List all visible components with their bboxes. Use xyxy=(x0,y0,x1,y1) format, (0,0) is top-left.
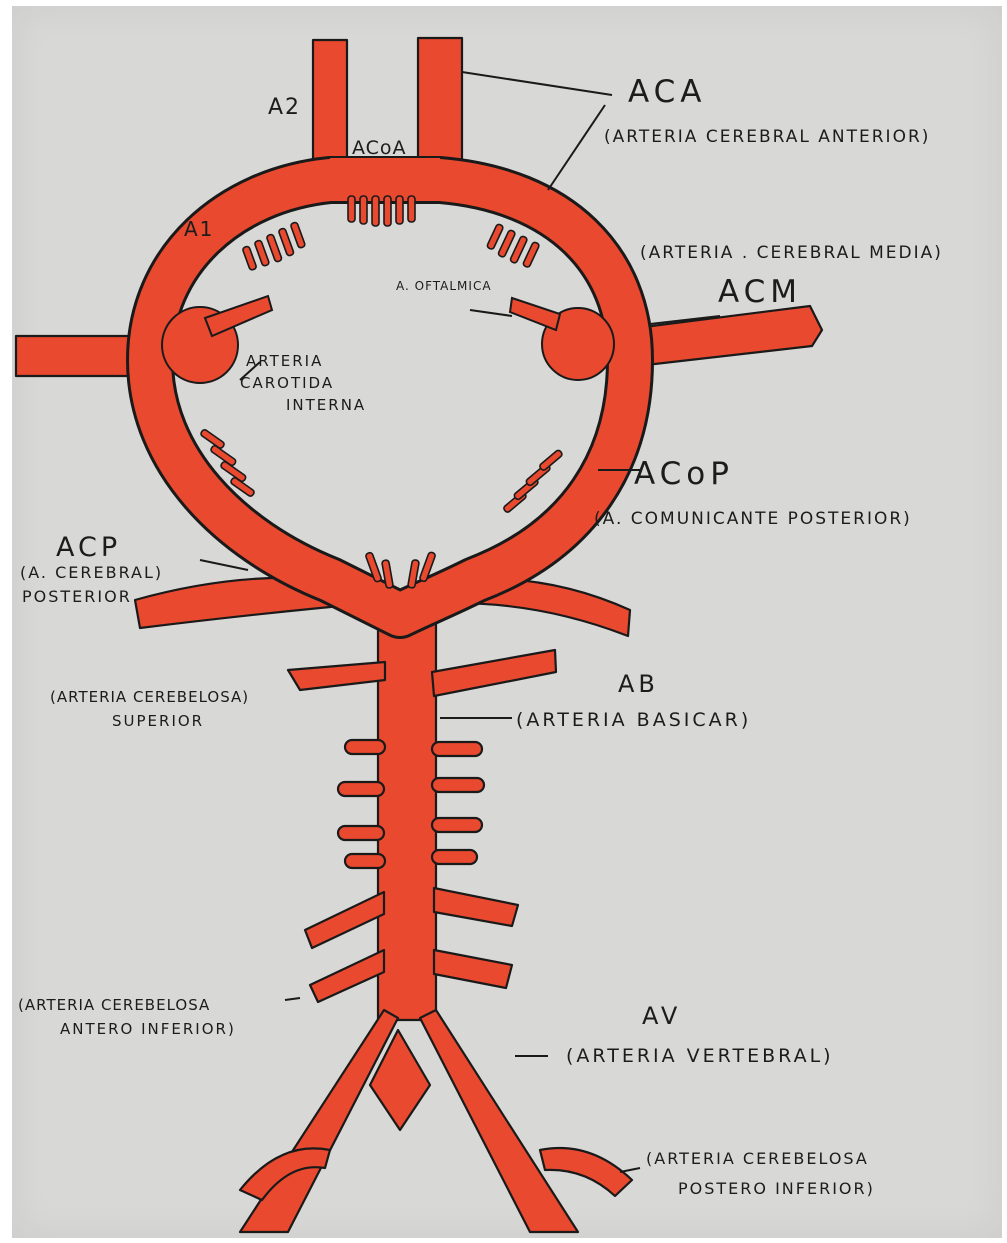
labels-svg: A2 A1 ACoA ACA (ARTERIA CEREBRAL ANTERIO… xyxy=(18,74,943,1198)
label-ant-inf-1: (ARTERIA CEREBELOSA xyxy=(18,996,210,1014)
ophthalmic-right-vessel xyxy=(510,298,560,330)
label-acp-full-2: POSTERIOR xyxy=(22,587,132,606)
label-carotida-1: ARTERIA xyxy=(246,352,323,370)
label-oftalmica: A. OFTALMICA xyxy=(396,279,492,293)
label-acp-full-1: (A. CEREBRAL) xyxy=(20,563,163,582)
label-acop-full: (A. COMUNICANTE POSTERIOR) xyxy=(594,509,912,529)
pontine-right-4 xyxy=(432,850,477,864)
label-acop: ACoP xyxy=(634,456,734,492)
label-aca: ACA xyxy=(628,74,707,110)
label-ant-inf-2: ANTERO INFERIOR) xyxy=(60,1020,236,1038)
pontine-right-2 xyxy=(432,778,484,792)
pontine-right-1 xyxy=(432,742,482,756)
label-carotida-3: INTERNA xyxy=(286,396,366,414)
label-post-inf-2: POSTERO INFERIOR) xyxy=(678,1179,875,1198)
sca-right-vessel xyxy=(432,650,556,696)
label-sup-2: SUPERIOR xyxy=(112,712,204,730)
ophthalmic-left-vessel xyxy=(205,296,272,336)
label-ab-full: (ARTERIA BASICAR) xyxy=(516,709,751,731)
pontine-left-4 xyxy=(345,854,385,868)
pontine-right-3 xyxy=(432,818,482,832)
label-carotida-2: CAROTIDA xyxy=(240,374,334,392)
sca-left-vessel xyxy=(288,662,385,690)
vertebral-right-vessel xyxy=(420,1010,578,1232)
label-post-inf-1: (ARTERIA CEREBELOSA xyxy=(646,1149,869,1168)
aica-right-vessel-2 xyxy=(434,950,512,988)
pontine-left-2 xyxy=(338,782,384,796)
pontine-left-1 xyxy=(345,740,385,754)
pontine-left-3 xyxy=(338,826,384,840)
label-sup-1: (ARTERIA CEREBELOSA) xyxy=(50,688,249,706)
pica-right-vessel xyxy=(540,1148,632,1196)
label-acp: ACP xyxy=(56,532,121,563)
label-aca-full: (ARTERIA CEREBRAL ANTERIOR) xyxy=(604,127,930,147)
label-a2: A2 xyxy=(268,95,301,120)
label-acm-full: (ARTERIA . CEREBRAL MEDIA) xyxy=(640,243,943,263)
label-a1: A1 xyxy=(184,217,214,241)
aica-right-vessel-1 xyxy=(434,888,518,926)
label-acm: ACM xyxy=(718,274,802,310)
label-acoa: ACoA xyxy=(352,137,407,159)
aica-left-vessel-2 xyxy=(310,950,384,1002)
label-av: AV xyxy=(642,1002,681,1030)
label-av-full: (ARTERIA VERTEBRAL) xyxy=(566,1045,834,1067)
acoa-vessel xyxy=(330,158,440,186)
basilar-vessel xyxy=(378,610,436,1020)
aica-left-vessel-1 xyxy=(305,892,384,948)
label-ab: AB xyxy=(618,670,659,698)
